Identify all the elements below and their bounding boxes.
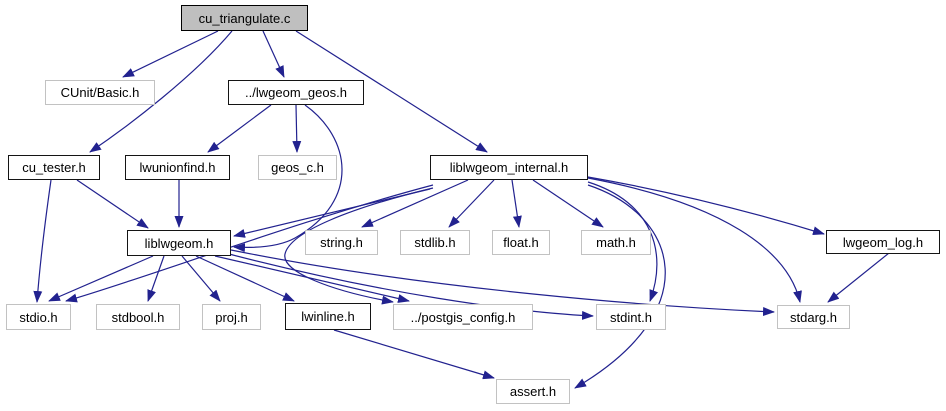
node-postgis-config-h: ../postgis_config.h (393, 304, 533, 330)
edge-liblwgeom-internal-h-to-stdarg-h (587, 177, 802, 303)
edge-liblwgeom-h-to-stdbool-h (147, 255, 165, 302)
edge-lwinline-h-to-assert-h (333, 329, 495, 380)
node-cu-triangulate-c: cu_triangulate.c (181, 5, 308, 31)
edge-lwgeom-geos-h-to-lwunionfind-h (207, 104, 272, 153)
node-geos-c-h: geos_c.h (258, 155, 337, 180)
node-lwgeom-geos-h[interactable]: ../lwgeom_geos.h (228, 80, 364, 105)
node-lwunionfind-h[interactable]: lwunionfind.h (125, 155, 230, 180)
edge-cu-triangulate-c-to-cu-tester-h (89, 30, 233, 153)
edge-liblwgeom-h-to-stdio-h (48, 255, 154, 302)
node-stdio-h: stdio.h (6, 304, 71, 330)
edge-liblwgeom-internal-h-to-assert-h (574, 184, 666, 389)
edge-cu-tester-h-to-stdio-h (33, 179, 52, 303)
node-lwinline-h[interactable]: lwinline.h (285, 303, 371, 330)
edge-liblwgeom-internal-h-to-math-h (532, 179, 604, 228)
node-stdbool-h: stdbool.h (96, 304, 180, 330)
node-math-h: math.h (581, 230, 651, 255)
node-liblwgeom-internal-h[interactable]: liblwgeom_internal.h (430, 155, 588, 180)
edge-cu-triangulate-c-to-lwgeom-geos-h (262, 30, 285, 78)
edge-liblwgeom-h-to-postgis-config-h (214, 255, 410, 303)
edge-liblwgeom-internal-h-to-lwgeom-log-h (587, 176, 825, 236)
node-lwgeom-log-h[interactable]: lwgeom_log.h (826, 230, 940, 254)
edge-liblwgeom-h-to-proj-h (181, 255, 221, 302)
edge-cu-triangulate-c-to-cunit-basic-h (122, 30, 219, 78)
edge-cu-tester-h-to-liblwgeom-h (76, 179, 149, 229)
node-stdint-h: stdint.h (596, 304, 666, 330)
node-assert-h: assert.h (496, 379, 570, 404)
node-cu-tester-h[interactable]: cu_tester.h (8, 155, 100, 180)
node-liblwgeom-h[interactable]: liblwgeom.h (127, 230, 231, 256)
edge-liblwgeom-internal-h-to-string-h (361, 179, 469, 228)
edge-liblwgeom-h-to-stdarg-h (230, 249, 775, 317)
node-stdlib-h: stdlib.h (400, 230, 470, 255)
edge-liblwgeom-internal-h-to-float-h (511, 179, 522, 228)
edge-lwgeom-geos-h-to-geos-c-h (292, 104, 302, 153)
node-proj-h: proj.h (202, 304, 261, 330)
edge-liblwgeom-internal-h-to-postgis-config-h (284, 187, 434, 305)
node-stdarg-h: stdarg.h (777, 305, 850, 329)
node-float-h: float.h (492, 230, 550, 255)
edge-liblwgeom-internal-h-to-stdlib-h (448, 179, 495, 228)
node-cunit-basic-h: CUnit/Basic.h (45, 80, 155, 105)
node-string-h: string.h (305, 230, 378, 255)
edge-liblwgeom-h-to-stdint-h (228, 253, 594, 320)
edge-cu-triangulate-c-to-liblwgeom-internal-h (295, 30, 488, 153)
edge-lwgeom-log-h-to-stdarg-h (827, 252, 890, 303)
edge-liblwgeom-h-to-lwinline-h (195, 255, 295, 302)
